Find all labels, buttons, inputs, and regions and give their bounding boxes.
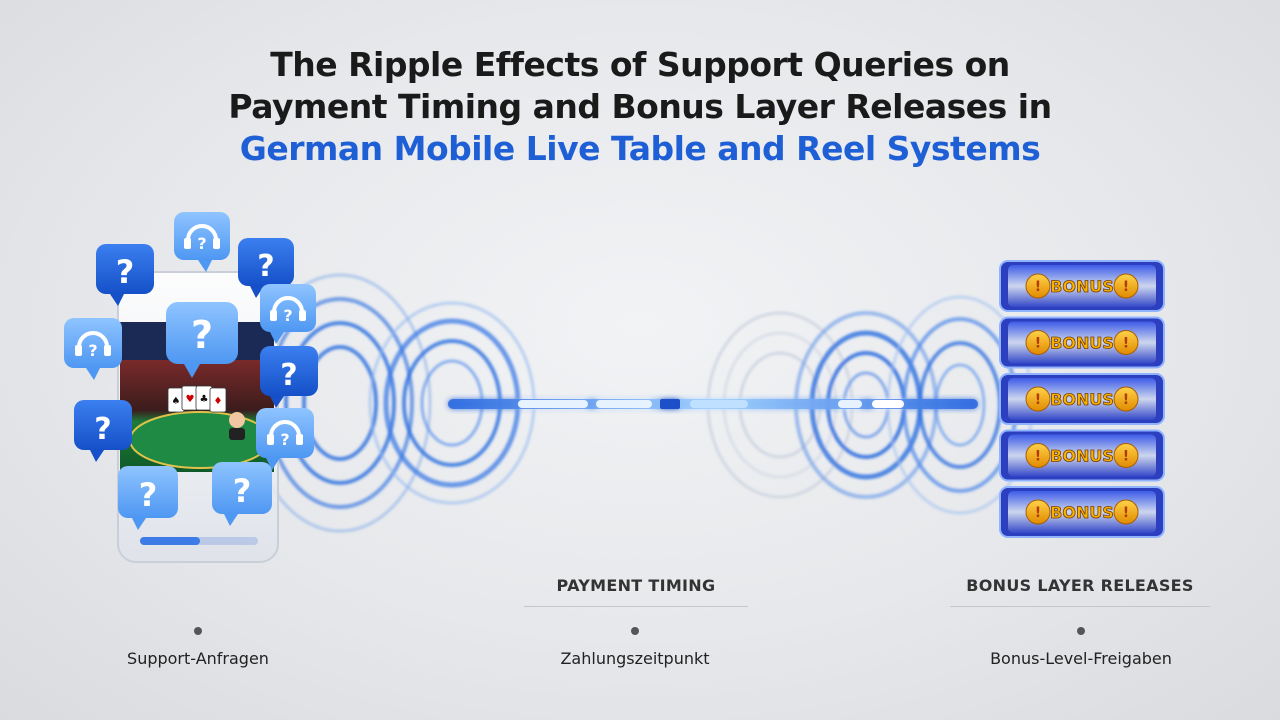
question-bubble-icon: ? xyxy=(212,462,272,526)
svg-text:!: ! xyxy=(1035,505,1041,521)
stage-label-bonus: Bonus-Level-Freigaben xyxy=(990,649,1172,668)
svg-text:!: ! xyxy=(1123,505,1129,521)
svg-text:!: ! xyxy=(1123,392,1129,408)
bonus-reel-label: BONUS xyxy=(1050,334,1114,353)
caption-payment-timing: PAYMENT TIMING xyxy=(556,576,716,595)
bonus-coin-icon xyxy=(1113,443,1139,468)
bonus-coin-icon xyxy=(1113,386,1139,412)
bonus-coin-icon xyxy=(1025,330,1051,355)
svg-text:!: ! xyxy=(1035,449,1041,465)
svg-text:?: ? xyxy=(233,472,252,510)
bonus-coin-icon xyxy=(1025,273,1051,299)
title-line-1: The Ripple Effects of Support Queries on xyxy=(270,45,1010,84)
stage-label-support: Support-Anfragen xyxy=(127,649,269,668)
bonus-reel-label: BONUS xyxy=(1050,447,1114,466)
bonus-reel-tile: !! BONUS xyxy=(999,486,1165,538)
bonus-reel-tile: !! BONUS xyxy=(999,373,1165,425)
svg-text:!: ! xyxy=(1035,279,1041,295)
svg-text:!: ! xyxy=(1123,336,1129,352)
support-query-bubbles: ? ? ? ? ? xyxy=(64,212,318,530)
page-title: The Ripple Effects of Support Queries on… xyxy=(0,44,1280,170)
question-bubble-icon: ? xyxy=(74,400,132,462)
svg-text:?: ? xyxy=(280,358,297,393)
stage-dot xyxy=(1077,627,1085,635)
stage-label-payment: Zahlungszeitpunkt xyxy=(560,649,710,668)
svg-text:?: ? xyxy=(191,313,213,357)
bonus-reel-tile: !! BONUS xyxy=(999,316,1165,369)
headset-bubble-icon: ? xyxy=(64,318,122,380)
svg-text:♦: ♦ xyxy=(214,396,223,407)
title-line-2: Payment Timing and Bonus Layer Releases … xyxy=(228,87,1052,126)
bonus-reel-tile: !! BONUS xyxy=(999,429,1165,482)
svg-text:♣: ♣ xyxy=(200,394,209,405)
svg-text:!: ! xyxy=(1123,449,1129,465)
dealer-avatar xyxy=(229,412,245,428)
headset-bubble-icon: ? xyxy=(256,408,314,470)
stage-dot xyxy=(631,627,639,635)
svg-text:?: ? xyxy=(139,476,158,514)
svg-text:?: ? xyxy=(197,234,206,253)
bonus-coin-icon xyxy=(1113,330,1139,355)
svg-text:!: ! xyxy=(1123,279,1129,295)
question-bubble-icon: ? xyxy=(166,302,238,378)
caption-divider xyxy=(524,606,748,607)
question-bubble-icon: ? xyxy=(118,466,178,530)
headset-bubble-icon: ? xyxy=(174,212,230,272)
bonus-coin-icon xyxy=(1113,499,1139,525)
bonus-reel-label: BONUS xyxy=(1050,390,1114,409)
bonus-reel-label: BONUS xyxy=(1050,503,1114,522)
question-bubble-icon: ? xyxy=(260,346,318,408)
svg-text:?: ? xyxy=(116,253,135,291)
svg-text:!: ! xyxy=(1035,336,1041,352)
bonus-reel-label: BONUS xyxy=(1050,277,1114,296)
bonus-coin-icon xyxy=(1025,443,1051,468)
bonus-coin-icon xyxy=(1025,386,1051,412)
question-bubble-icon: ? xyxy=(238,238,294,298)
caption-divider xyxy=(950,606,1210,607)
question-bubble-icon: ? xyxy=(96,244,154,306)
bonus-reel-stack: !! BONUS!! BONUS!! BONUS!! BONUS!! BONUS xyxy=(999,260,1165,538)
svg-text:♠: ♠ xyxy=(172,396,181,407)
svg-text:?: ? xyxy=(88,341,97,360)
caption-bonus-layer-releases: BONUS LAYER RELEASES xyxy=(966,576,1194,595)
svg-text:?: ? xyxy=(280,430,289,449)
bonus-reel-tile: !! BONUS xyxy=(999,260,1165,312)
headset-bubble-icon: ? xyxy=(260,284,316,344)
stage-dot xyxy=(194,627,202,635)
bonus-coin-icon xyxy=(1113,273,1139,299)
svg-text:?: ? xyxy=(283,306,292,325)
svg-text:?: ? xyxy=(257,249,274,284)
svg-text:?: ? xyxy=(94,412,111,447)
title-line-3: German Mobile Live Table and Reel System… xyxy=(239,129,1041,168)
svg-text:!: ! xyxy=(1035,392,1041,408)
svg-text:♥: ♥ xyxy=(186,394,195,405)
playing-card-icon: ♠ ♥ ♣ ♦ xyxy=(167,385,227,413)
timing-beam xyxy=(448,399,978,409)
bonus-coin-icon xyxy=(1025,499,1051,525)
